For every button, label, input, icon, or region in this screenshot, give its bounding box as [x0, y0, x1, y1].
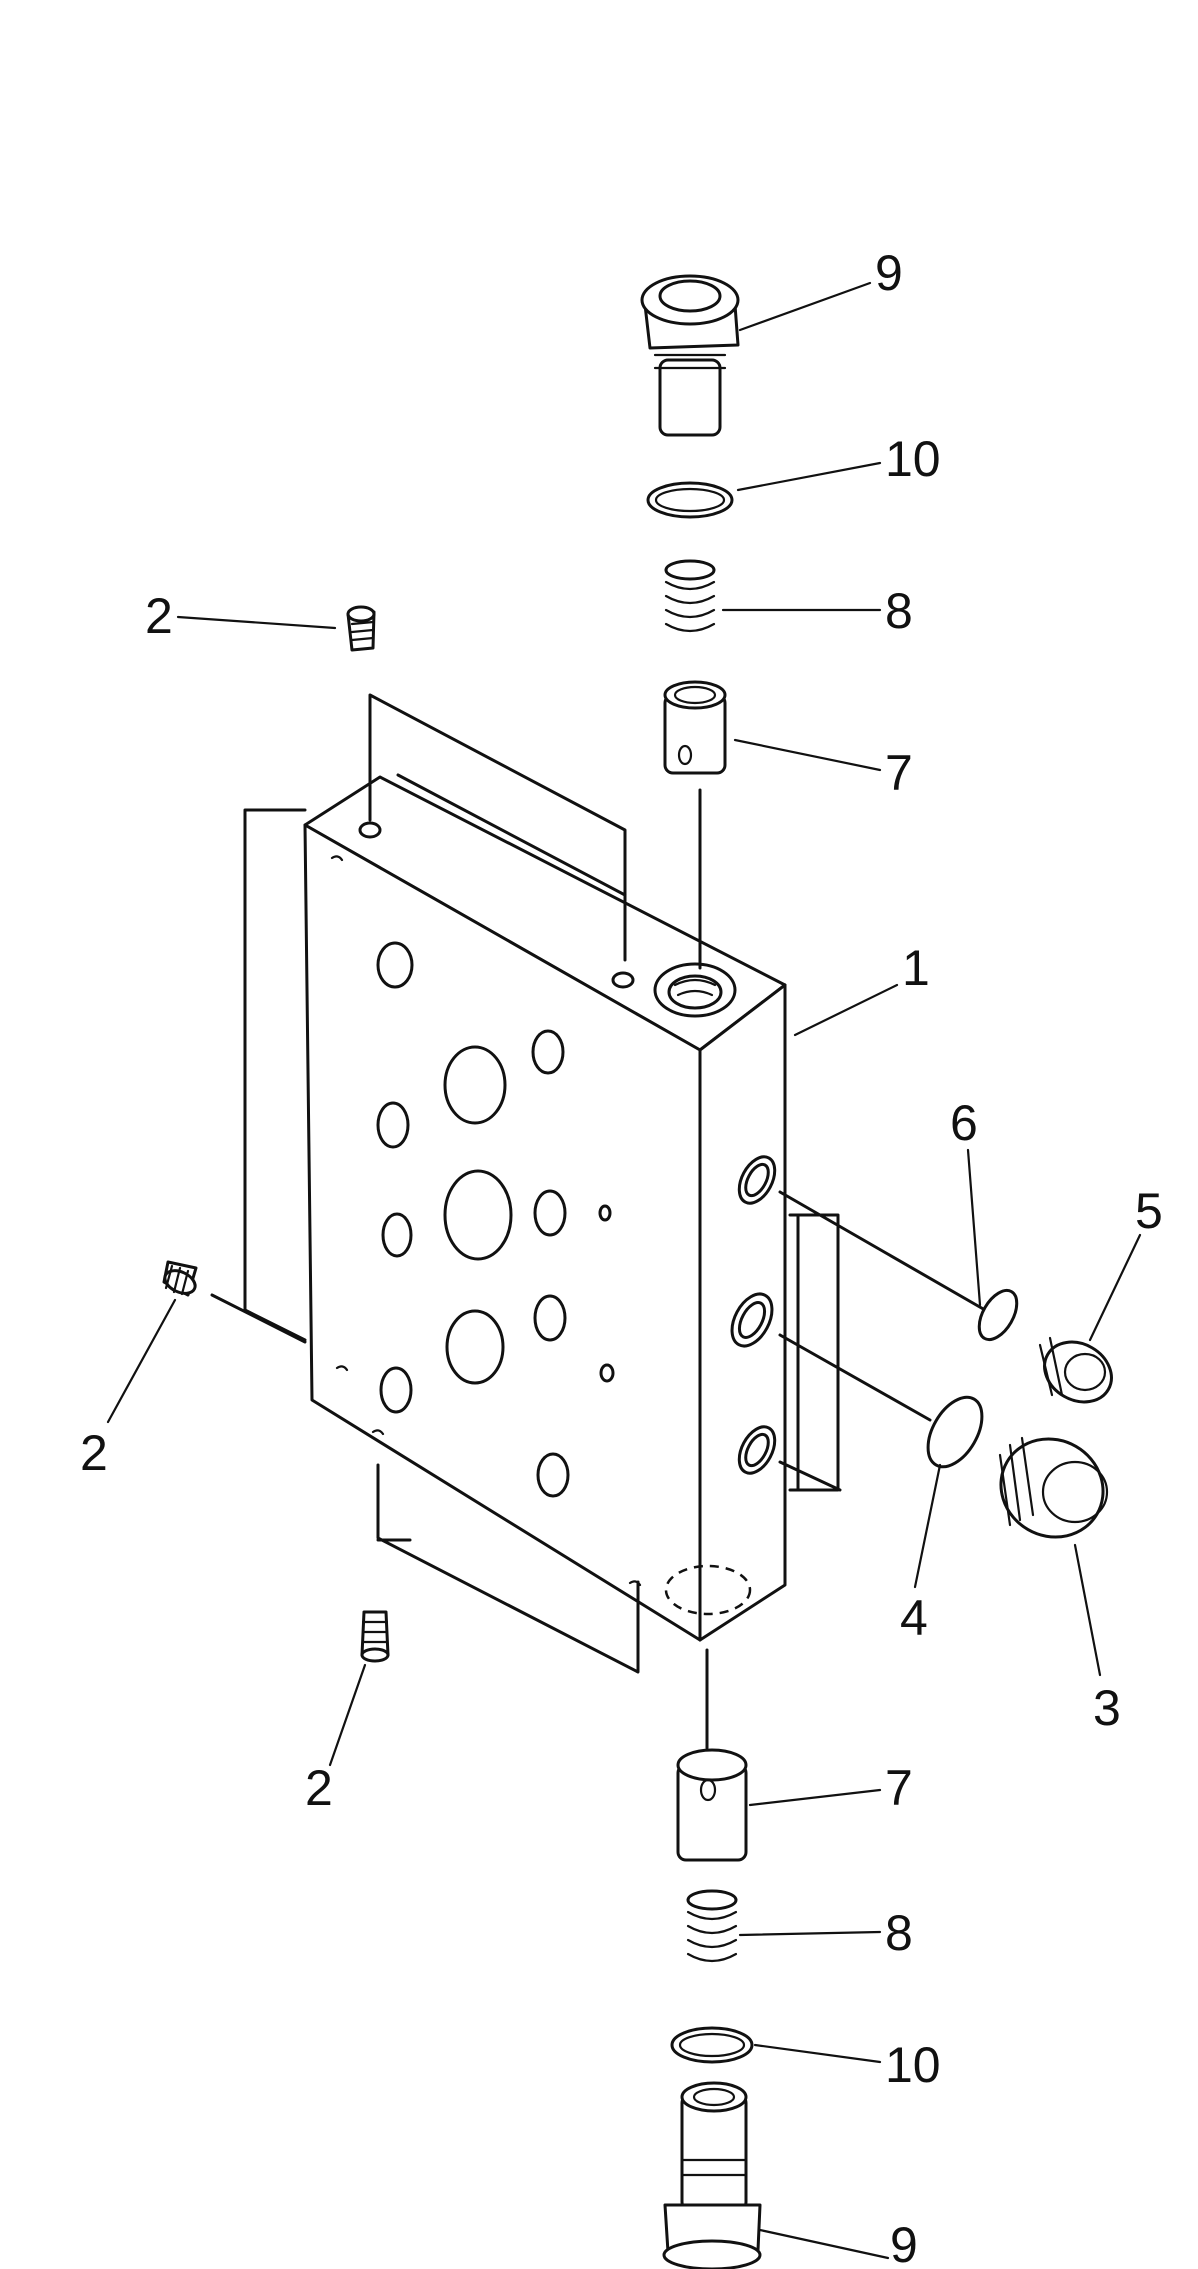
o-ring-6	[977, 1288, 1019, 1342]
callouts: 9 10 8 2 7 1 6 5 2 4 3 2 7 8 10 9	[80, 245, 1163, 2269]
callout-5: 5	[1135, 1183, 1163, 1239]
plug-2-top	[346, 605, 376, 652]
poppet-7-top	[663, 680, 727, 775]
spring-8-top	[664, 559, 716, 633]
poppet-7-bottom	[676, 1748, 748, 1862]
callout-10-bottom: 10	[885, 2037, 941, 2093]
callout-8-bottom: 8	[885, 1905, 913, 1961]
plug-3	[998, 1436, 1109, 1539]
o-ring-4	[926, 1395, 984, 1469]
plug-2-left	[162, 1260, 198, 1297]
callout-6: 6	[950, 1095, 978, 1151]
callout-10-top: 10	[885, 431, 941, 487]
callout-4: 4	[900, 1590, 928, 1646]
callout-8-top: 8	[885, 583, 913, 639]
callout-1: 1	[902, 940, 930, 996]
callout-2-topleft: 2	[145, 588, 173, 644]
plug-9-top	[640, 274, 740, 437]
plug-9-bottom	[662, 2081, 762, 2269]
callout-2-bottom: 2	[305, 1760, 333, 1816]
callout-7-bottom: 7	[885, 1760, 913, 1816]
callout-9-top: 9	[875, 245, 903, 301]
callout-3: 3	[1093, 1680, 1121, 1736]
assembly-lines	[210, 693, 987, 1750]
valve-body-side-face	[698, 983, 787, 1642]
plug-5	[1038, 1336, 1113, 1404]
leader-lines	[106, 281, 1142, 2260]
spring-8-bottom	[686, 1889, 738, 1963]
callout-7-top: 7	[885, 745, 913, 801]
plug-2-bottom	[360, 1610, 390, 1663]
callout-9-bottom: 9	[890, 2217, 918, 2269]
callout-2-left: 2	[80, 1425, 108, 1481]
valve-body	[303, 775, 787, 1642]
